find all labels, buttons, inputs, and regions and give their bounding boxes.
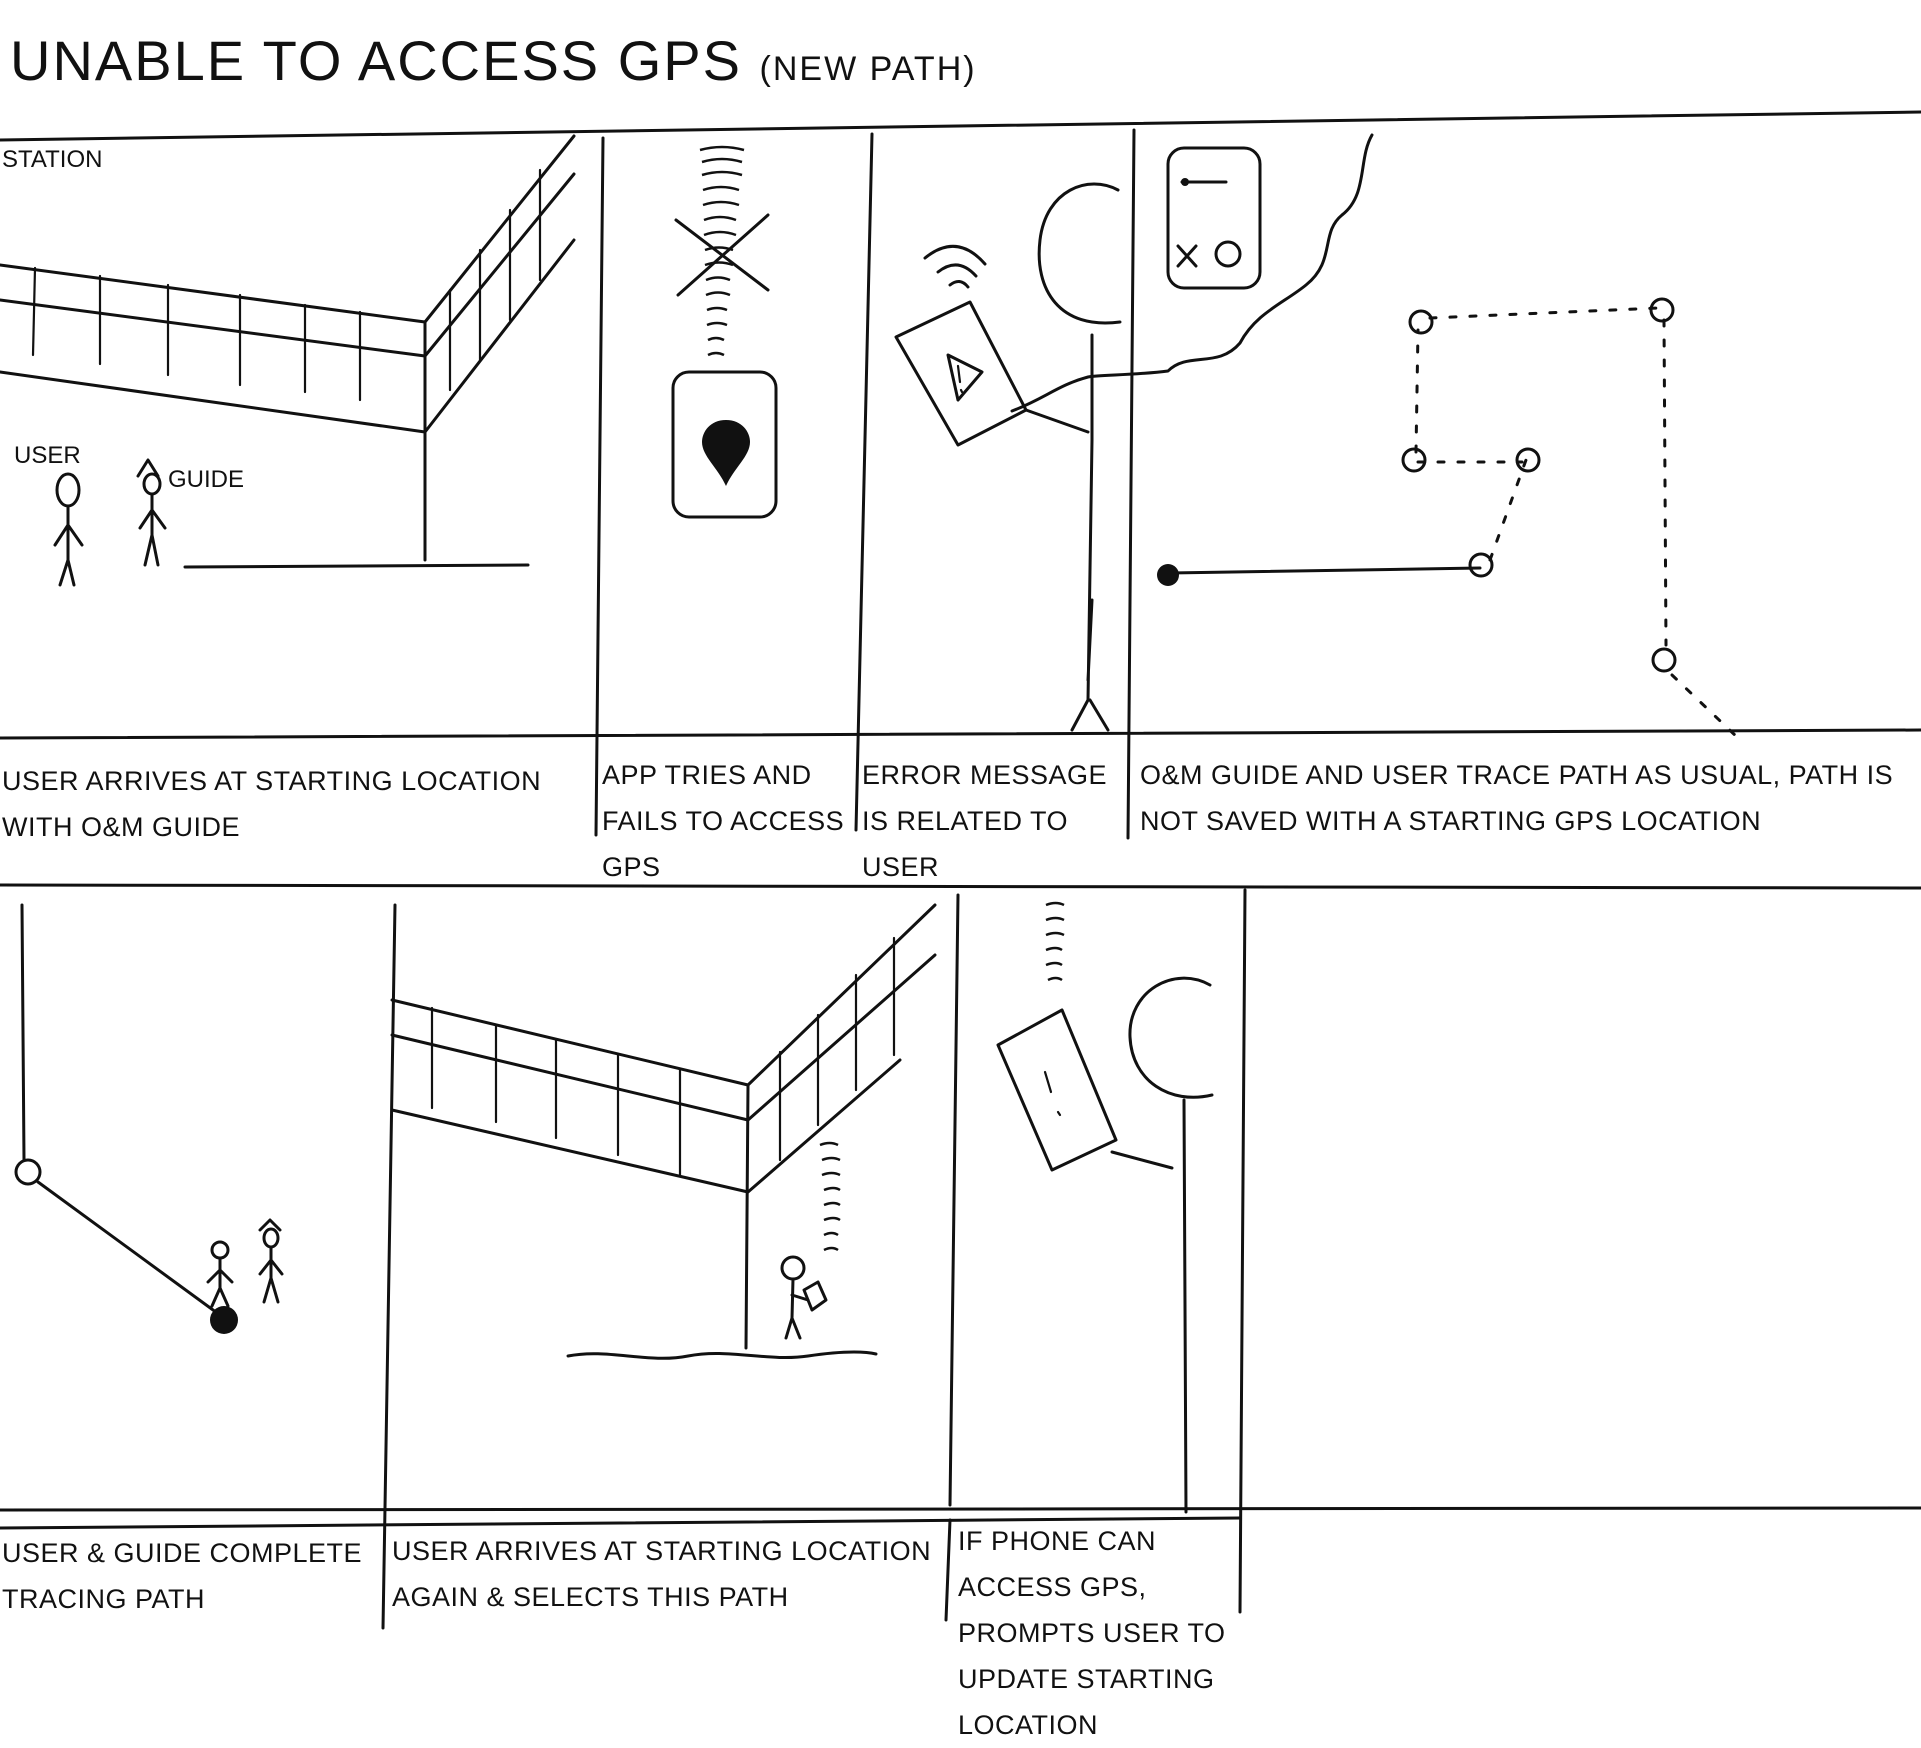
storyboard: Unable to access GPS (new path) bbox=[0, 28, 1921, 1740]
user-label: User bbox=[14, 442, 81, 469]
guide-label: Guide bbox=[168, 466, 245, 493]
panel-5-scene bbox=[14, 903, 284, 1334]
panel-1-caption: User arrives at starting location with O… bbox=[2, 766, 542, 842]
panel-5-caption: User & guide complete tracing path bbox=[2, 1538, 363, 1614]
panel-2-caption: App tries and fails to access GPS bbox=[602, 760, 845, 882]
guide-figure bbox=[258, 1218, 284, 1304]
storyboard-drawing bbox=[0, 110, 1921, 1630]
panel-4-caption: O&M guide and user trace path as usual, … bbox=[1140, 760, 1894, 836]
panel-7-caption: If phone can access GPS, prompts user to… bbox=[958, 1526, 1226, 1740]
row1-frame bbox=[0, 110, 1921, 890]
storyboard-title: Unable to access GPS (new path) bbox=[10, 28, 977, 93]
panel-6-scene bbox=[390, 903, 937, 1360]
warning-icon bbox=[946, 353, 984, 402]
title-main: Unable to access GPS bbox=[10, 29, 742, 92]
panel-1-scene bbox=[0, 134, 576, 587]
panel-6-caption: User arrives at starting location again … bbox=[392, 1536, 932, 1612]
gps-off-icon bbox=[674, 213, 770, 297]
panel-4-scene bbox=[1010, 133, 1740, 740]
station-label: Station bbox=[2, 146, 103, 173]
user-figure bbox=[206, 1240, 234, 1308]
guide-figure bbox=[136, 458, 167, 567]
row2-frame bbox=[0, 888, 1921, 1630]
map-pin-icon bbox=[702, 420, 750, 486]
panel-3-scene bbox=[894, 182, 1122, 732]
panel-2-scene bbox=[671, 145, 778, 519]
user-figure bbox=[53, 472, 84, 587]
user-with-phone bbox=[780, 1255, 828, 1340]
panel-3-caption: Error message is related to user bbox=[862, 760, 1108, 882]
title-sub: (new path) bbox=[759, 50, 977, 88]
signal-icon bbox=[923, 244, 987, 289]
panel-7-scene bbox=[996, 901, 1214, 1514]
